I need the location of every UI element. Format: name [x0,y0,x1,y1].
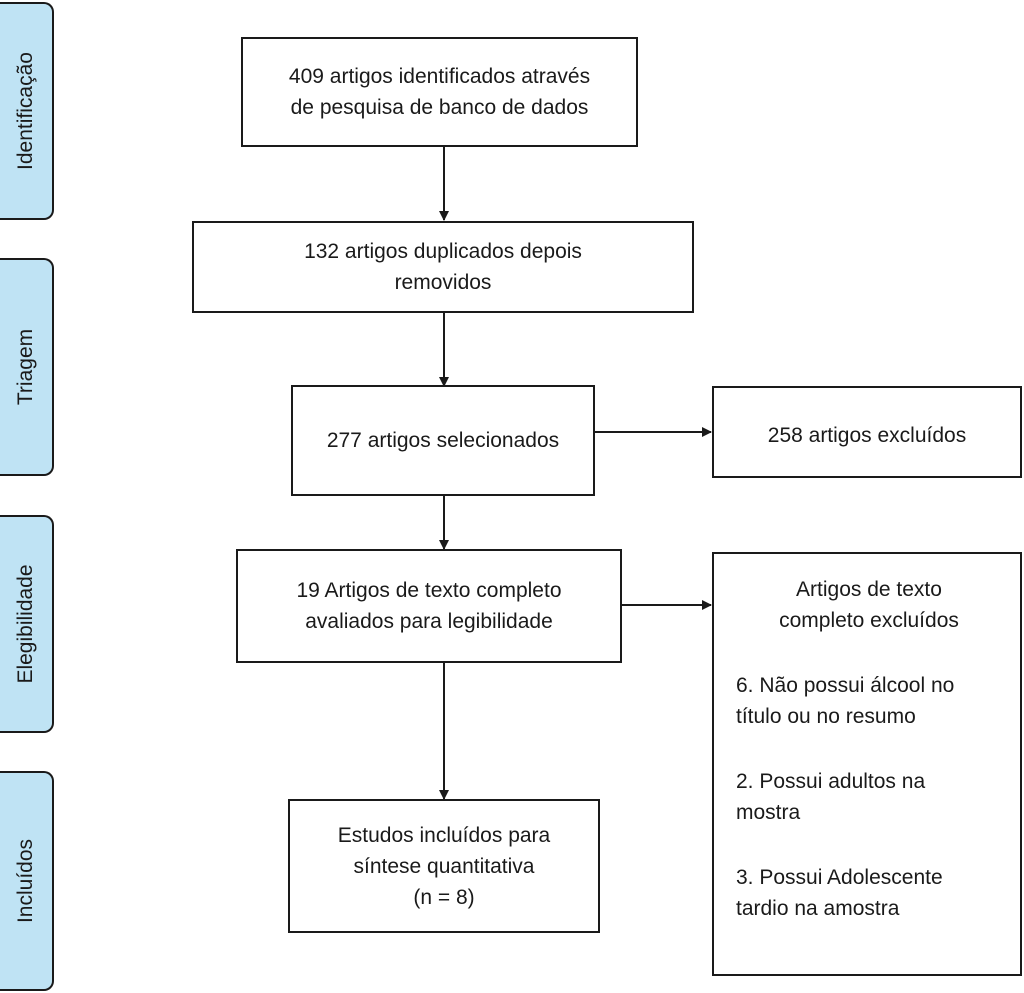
box-selected: 277 artigos selecionados [291,385,595,496]
stage-screening: Triagem [0,258,54,476]
stage-included: Incluídos [0,771,54,991]
box-included: Estudos incluídos para síntese quantitat… [288,799,600,933]
box-duplicates-removed: 132 artigos duplicados depois removidos [192,221,694,313]
stage-identification: Identificação [0,2,54,220]
exclusion-reason: 6. Não possui álcool no título ou no res… [736,674,955,728]
box-fulltext-excluded: Artigos de texto completo excluídos 6. N… [712,552,1022,976]
box-fulltext-assessed: 19 Artigos de texto completo avaliados p… [236,549,622,663]
box-excluded: 258 artigos excluídos [712,386,1022,478]
fulltext-excluded-title: Artigos de texto completo excluídos [779,578,959,632]
stage-eligibility: Elegibilidade [0,515,54,733]
exclusion-reason: 3. Possui Adolescente tardio na amostra [736,866,943,920]
box-identified: 409 artigos identificados através de pes… [241,37,638,147]
exclusion-reason: 2. Possui adultos na mostra [736,770,926,824]
